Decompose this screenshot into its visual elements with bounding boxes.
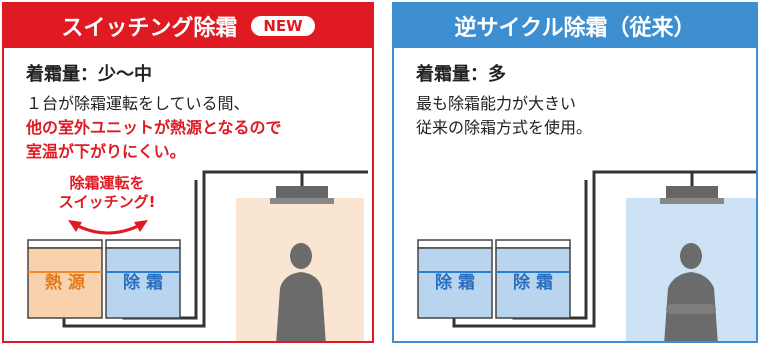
outdoor-unit-heat-source	[27, 239, 103, 319]
unit-2-label: 除 霜	[123, 272, 163, 293]
ceiling-indoor-unit	[270, 172, 334, 204]
ceiling-indoor-unit	[660, 172, 724, 204]
outdoor-unit-defrost-2	[495, 239, 571, 319]
unit-2-label: 除 霜	[513, 272, 553, 293]
person-silhouette	[276, 243, 326, 341]
desc-line-2: 従来の除霜方式を使用。	[416, 118, 593, 137]
new-badge: NEW	[251, 16, 315, 36]
frost-amount: 着霜量：多	[416, 64, 506, 85]
switch-label: 除霜運転をスイッチング!	[44, 174, 170, 212]
outdoor-unit-defrost	[105, 239, 181, 319]
switching-illustration: 熱 源 除 霜	[27, 170, 368, 341]
panel-header: 逆サイクル除霜（従来）	[394, 4, 756, 48]
switch-arrow	[73, 222, 143, 235]
desc-line-3: 室温が下がりにくい。	[26, 142, 186, 161]
switch-label-text: 除霜運転をスイッチング!	[58, 174, 156, 211]
switching-defrost-panel: スイッチング除霜 NEW 着霜量：少～中 １台が除霜運転をしている間、 他の室外…	[2, 2, 374, 343]
reverse-cycle-illustration: 除 霜 除 霜	[417, 170, 756, 341]
person-silhouette-cold	[664, 243, 718, 341]
unit-1-label: 除 霜	[435, 272, 475, 293]
desc-line-2: 他の室外ユニットが熱源となるので	[26, 118, 282, 137]
panel-title: スイッチング除霜	[61, 16, 238, 41]
desc-line-1: 最も除霜能力が大きい	[416, 94, 577, 113]
panel-header: スイッチング除霜 NEW	[4, 4, 372, 48]
desc-line-1: １台が除霜運転をしている間、	[26, 94, 250, 113]
frost-amount: 着霜量：少～中	[26, 64, 152, 85]
panel-title: 逆サイクル除霜（従来）	[454, 16, 696, 41]
unit-1-label: 熱 源	[45, 272, 85, 293]
reverse-cycle-defrost-panel: 逆サイクル除霜（従来） 着霜量：多 最も除霜能力が大きい 従来の除霜方式を使用。…	[392, 2, 758, 343]
outdoor-unit-defrost-1	[417, 239, 493, 319]
